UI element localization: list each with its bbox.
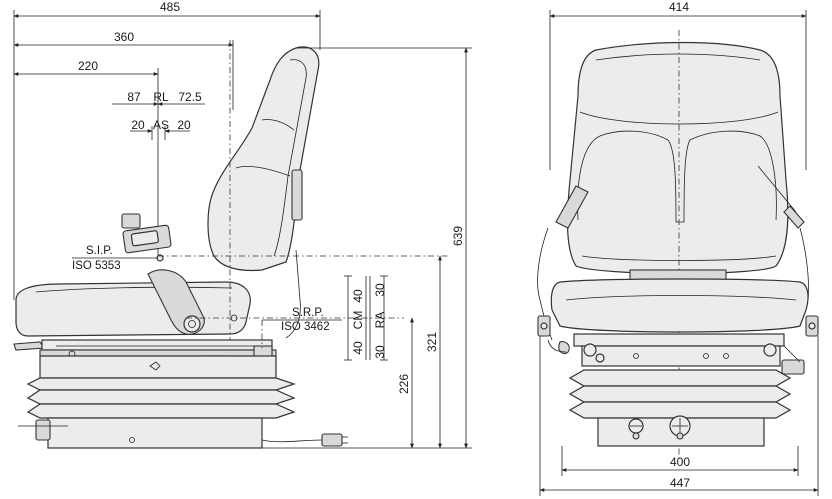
- overall-height-value: 639: [451, 226, 465, 246]
- front-bellows: [568, 369, 792, 419]
- seat-cushion-front: [550, 269, 809, 333]
- srp-label: S.R.P. ISO 3462: [262, 307, 342, 333]
- rl-left-value: 87: [127, 90, 141, 104]
- cm-down-value: 40: [351, 341, 365, 355]
- bottom-width-dimensions: 400 447: [539, 336, 819, 496]
- suspension-bellows: [26, 377, 296, 419]
- backrest-depth-value: 360: [114, 30, 134, 44]
- rl-label: RL: [153, 90, 169, 104]
- cm-label: CM: [351, 311, 365, 330]
- seat-cushion: [15, 269, 251, 337]
- front-slide-plate: [547, 333, 805, 375]
- ra-up-value: 30: [373, 283, 387, 297]
- sip-title: S.I.P.: [86, 245, 113, 257]
- as-left-value: 20: [131, 118, 145, 132]
- top-width-dimension: 414: [549, 0, 807, 170]
- backrest-front: [537, 41, 809, 341]
- front-base: [597, 415, 765, 447]
- rl-right-value: 72.5: [178, 90, 202, 104]
- sip-fixture: [121, 213, 172, 262]
- as-label: AS: [153, 118, 169, 132]
- sip-height-value: 321: [425, 332, 439, 352]
- backrest: [207, 46, 320, 339]
- reference-lines: [158, 40, 448, 348]
- sip-label: S.I.P. ISO 5353: [72, 245, 158, 272]
- as-right-value: 20: [177, 118, 191, 132]
- ra-label: RA: [373, 312, 387, 329]
- overall-width-value: 447: [670, 476, 690, 490]
- srp-title: S.R.P.: [292, 307, 324, 319]
- base-width-value: 400: [670, 455, 690, 469]
- front-view: 414: [537, 0, 819, 496]
- top-width-value: 414: [669, 0, 689, 14]
- base-height-value: 226: [397, 374, 411, 394]
- suspension-base: [18, 417, 348, 449]
- armrest-knobs: [537, 315, 819, 337]
- srp-standard: ISO 3462: [281, 321, 330, 333]
- sip-standard: ISO 5353: [72, 260, 121, 272]
- vertical-adjustment-dims: 40 CM 40 30 RA 30: [344, 275, 388, 361]
- overall-depth-value: 485: [160, 0, 180, 14]
- ra-down-value: 30: [373, 345, 387, 359]
- front-lever: [13, 341, 45, 351]
- sip-depth-value: 220: [78, 59, 98, 73]
- height-dimensions: 226 321 639: [262, 47, 472, 449]
- cm-up-value: 40: [351, 289, 365, 303]
- side-view: 485 360 220 87 RL 72.5 20 AS 20: [13, 0, 472, 449]
- suspension-top: [39, 355, 277, 379]
